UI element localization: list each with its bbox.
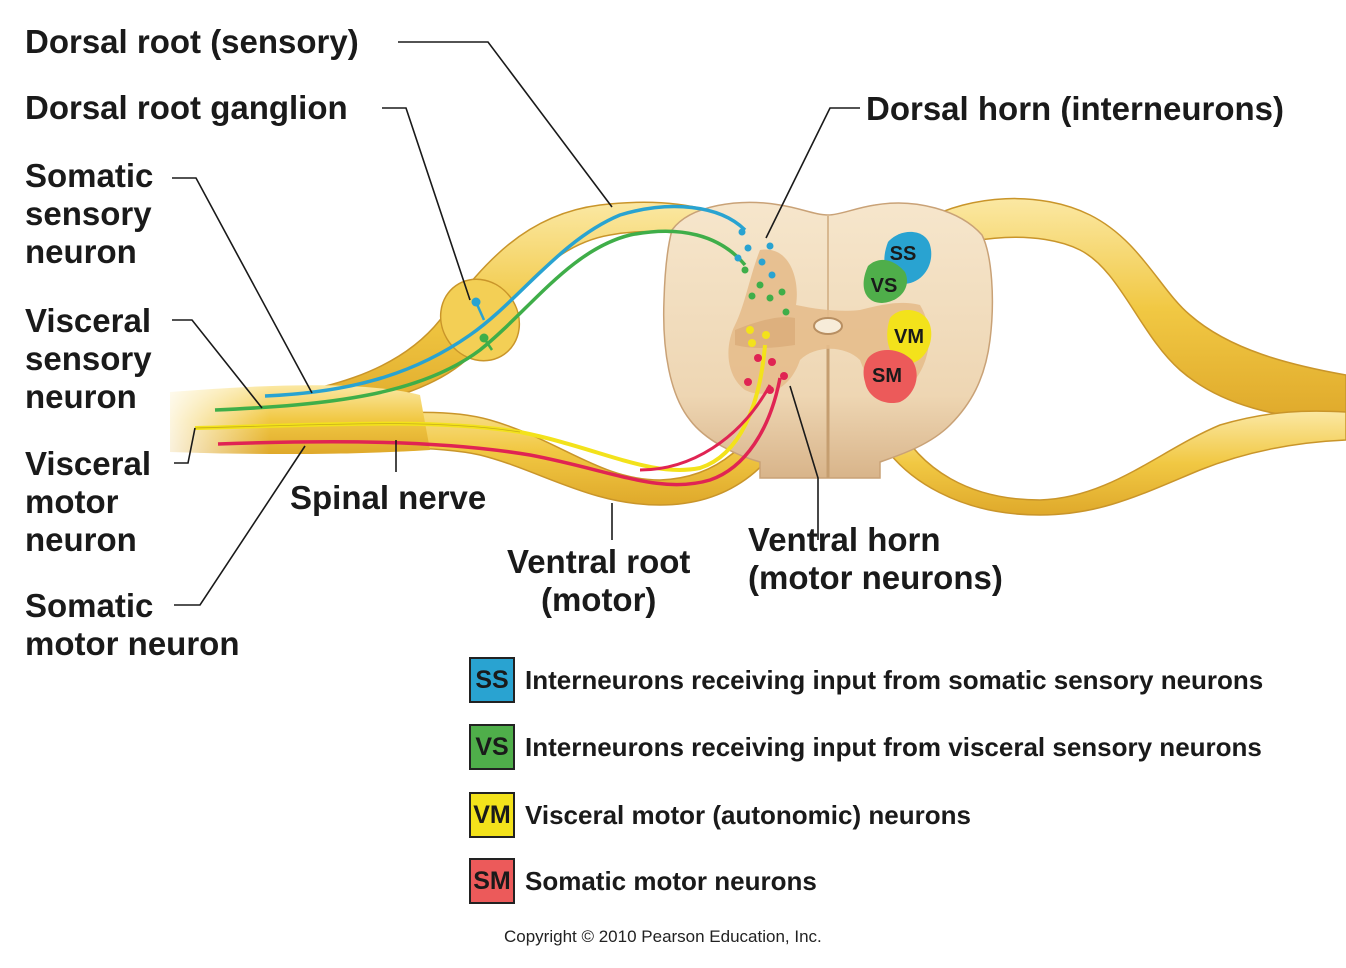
legend-row-ss: SS Interneurons receiving input from som… [469,656,1263,704]
label-dorsal-horn: Dorsal horn (interneurons) [866,90,1285,127]
label-visceral-sensory-neuron: Visceral sensory neuron [25,302,152,415]
central-canal [813,317,843,335]
legend-row-vs: VS Interneurons receiving input from vis… [469,723,1262,771]
region-ss-label: SS [890,243,917,265]
legend-swatch-sm: SM [469,858,515,904]
legend-swatch-ss: SS [469,657,515,703]
visceral-motor-pathway-outline [194,423,521,433]
label-dorsal-root: Dorsal root (sensory) [25,23,359,60]
label-somatic-motor-neuron: Somatic motor neuron [25,587,240,662]
region-sm-label: SM [872,365,902,387]
legend-row-sm: SM Somatic motor neurons [469,857,817,905]
legend-text-vm: Visceral motor (autonomic) neurons [525,799,971,830]
label-dorsal-root-ganglion: Dorsal root ganglion [25,89,348,126]
copyright-notice: Copyright © 2010 Pearson Education, Inc. [504,927,822,946]
right-ventral-root [879,410,1346,516]
region-vs-label: VS [871,275,898,297]
region-vm [887,309,932,364]
leader-lines [172,41,860,606]
label-spinal-nerve: Spinal nerve [290,479,487,516]
region-vm-label: VM [894,326,924,348]
region-sm [863,349,917,404]
right-dorsal-root [924,197,1346,421]
label-somatic-sensory-neuron: Somatic sensory neuron [25,157,154,270]
legend-swatch-vm: VM [469,792,515,838]
somatic-motor-pathway [217,377,782,487]
label-visceral-motor-neuron: Visceral motor neuron [25,445,152,558]
legend-swatch-vs: VS [469,724,515,770]
region-vs [863,259,908,303]
legend-text-ss: Interneurons receiving input from somati… [525,664,1264,695]
label-ventral-horn: Ventral horn (motor neurons) [748,521,1003,596]
label-ventral-root: Ventral root (motor) [507,543,691,618]
legend-row-vm: VM Visceral motor (autonomic) neurons [469,791,971,839]
legend-text-vs: Interneurons receiving input from viscer… [525,731,1262,762]
somatic-sensory-pathway [264,204,747,398]
dorsal-horn-terminals [734,228,790,316]
ventral-horn-cell-bodies [744,326,788,394]
visceral-sensory-pathway [214,229,747,412]
legend-text-sm: Somatic motor neurons [525,865,817,896]
